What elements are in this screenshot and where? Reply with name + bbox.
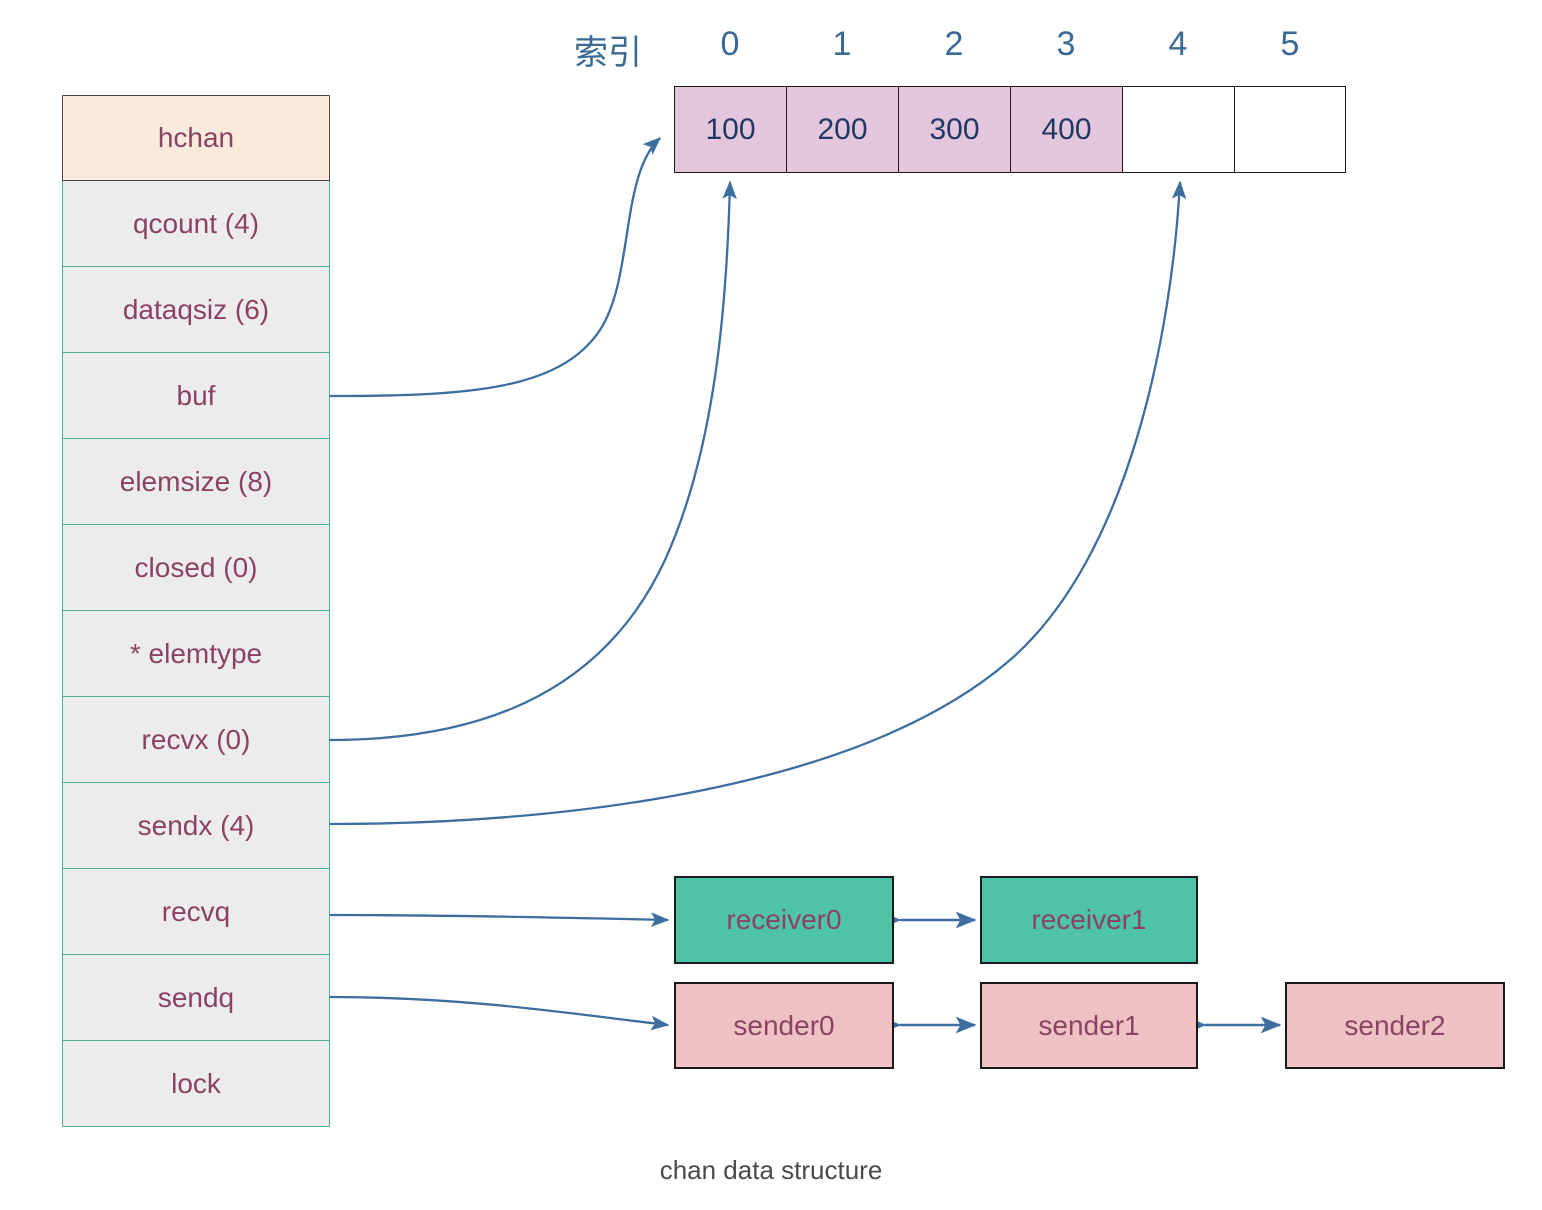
struct-row-sendx: sendx (4) [62, 783, 330, 869]
arrow-buf-to-buffer [329, 137, 662, 398]
struct-row-closed: closed (0) [62, 525, 330, 611]
struct-row-qcount: qcount (4) [62, 181, 330, 267]
circular-buffer-array: 100 200 300 400 [674, 86, 1346, 173]
arrow-sendx-to-cell4 [329, 180, 1187, 826]
buffer-index-title: 索引 [574, 34, 642, 72]
struct-row-elemtype: * elemtype [62, 611, 330, 697]
struct-row-lock: lock [62, 1041, 330, 1127]
sendq-node-sender2: sender2 [1285, 982, 1505, 1069]
arrow-sendq-to-sender0 [329, 995, 670, 1031]
struct-header-hchan: hchan [62, 95, 330, 181]
struct-row-recvx: recvx (0) [62, 697, 330, 783]
recvq-node-receiver1: receiver1 [980, 876, 1198, 964]
arrow-recvx-to-cell0 [329, 180, 737, 742]
buffer-cell-1: 200 [786, 86, 898, 173]
buffer-cell-0: 100 [674, 86, 786, 173]
buffer-index-1: 1 [832, 25, 852, 63]
struct-row-buf: buf [62, 353, 330, 439]
buffer-cell-4 [1122, 86, 1234, 173]
recvq-node-receiver0: receiver0 [674, 876, 894, 964]
sendq-node-sender1: sender1 [980, 982, 1198, 1069]
arrow-recvq-to-receiver0 [329, 912, 670, 927]
buffer-index-2: 2 [944, 25, 964, 63]
buffer-cell-2: 300 [898, 86, 1010, 173]
struct-row-recvq: recvq [62, 869, 330, 955]
sendq-node-sender0: sender0 [674, 982, 894, 1069]
diagram-caption: chan data structure [659, 1155, 883, 1185]
buffer-cell-3: 400 [1010, 86, 1122, 173]
buffer-index-4: 4 [1168, 25, 1188, 63]
buffer-index-5: 5 [1280, 25, 1300, 63]
buffer-index-0: 0 [720, 25, 740, 63]
buffer-cell-5 [1234, 86, 1346, 173]
struct-row-elemsize: elemsize (8) [62, 439, 330, 525]
struct-row-dataqsiz: dataqsiz (6) [62, 267, 330, 353]
buffer-index-3: 3 [1056, 25, 1076, 63]
hchan-struct-table: hchan qcount (4) dataqsiz (6) buf elemsi… [62, 95, 330, 1127]
struct-row-sendq: sendq [62, 955, 330, 1041]
